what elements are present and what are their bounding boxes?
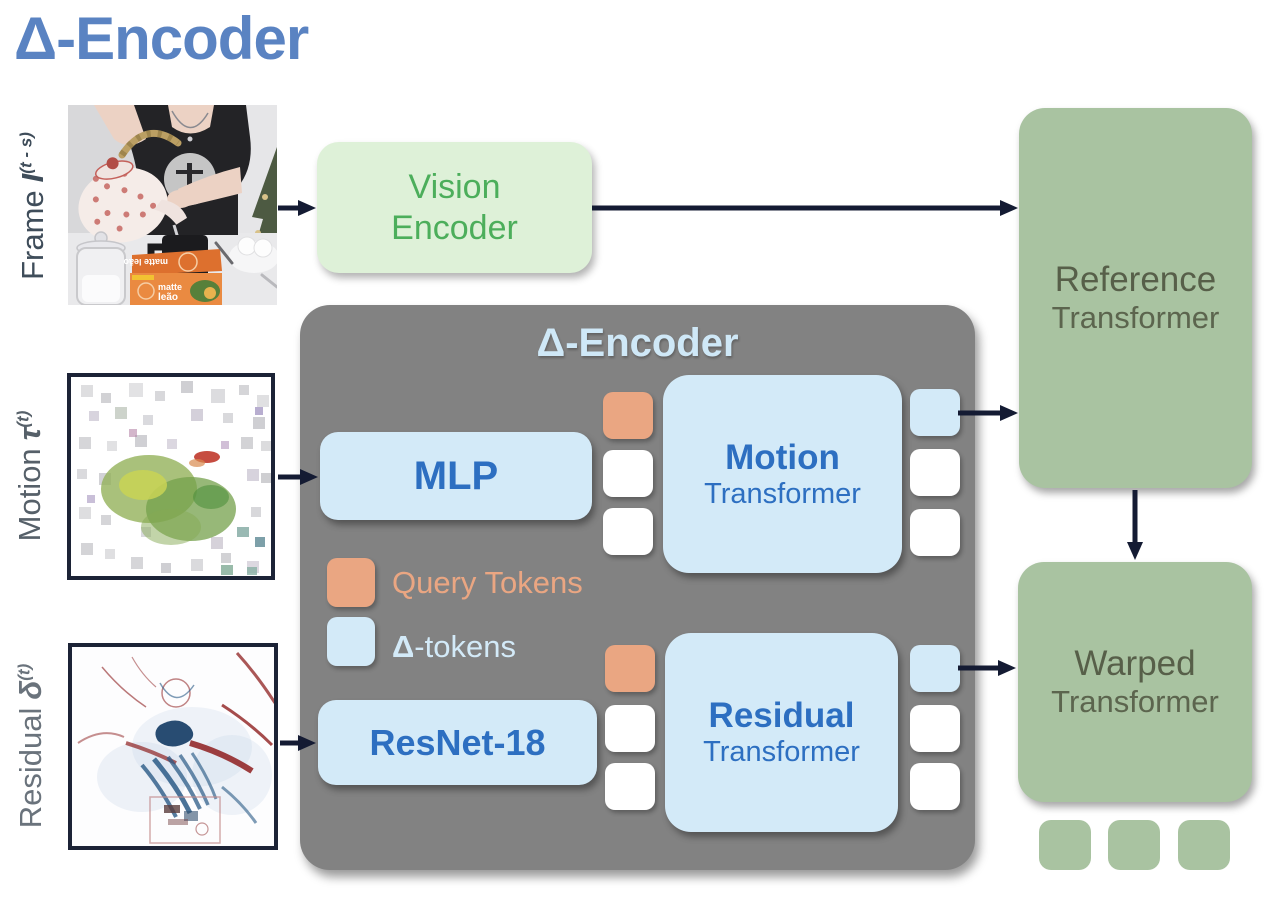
legend-delta-token-label: Δ-tokens <box>392 629 516 665</box>
output-token <box>1108 820 1160 870</box>
vision-encoder-box: Vision Encoder <box>317 142 592 273</box>
utensil <box>214 241 234 265</box>
bowl <box>229 236 277 273</box>
frame-label-symbol: I <box>15 173 50 183</box>
blank-token <box>910 763 960 810</box>
motion-map-illustration <box>71 377 271 576</box>
residual-transformer-box: Residual Transformer <box>665 633 898 832</box>
frame-label-word: Frame <box>15 190 50 280</box>
residual-label-sup: (t) <box>14 663 34 681</box>
sugar-jar <box>76 231 126 305</box>
motion-transformer-line2: Transformer <box>704 477 861 510</box>
legend-delta-suffix: -tokens <box>414 629 516 664</box>
residual-transformer-line2: Transformer <box>703 736 860 768</box>
output-token <box>1039 820 1091 870</box>
warped-transformer-line2: Transformer <box>1051 684 1219 719</box>
frame-photo-illustration: matte leão matte leão <box>68 105 277 305</box>
residual-input-label: Residual δ(t) <box>13 664 49 829</box>
frame-label-sup: (t - s) <box>16 132 36 174</box>
blank-token <box>910 509 960 556</box>
residual-label-symbol: δ <box>13 680 48 700</box>
delta-token <box>910 645 960 692</box>
warped-transformer-box: Warped Transformer <box>1018 562 1252 802</box>
svg-text:matte: matte <box>158 282 182 292</box>
svg-text:leão: leão <box>158 292 178 303</box>
legend-query-token-swatch <box>327 558 375 607</box>
spoon <box>260 273 277 289</box>
resnet18-box: ResNet-18 <box>318 700 597 785</box>
svg-text:matte leão: matte leão <box>123 257 168 267</box>
blank-token <box>605 705 655 752</box>
delta-token <box>910 389 960 436</box>
residual-box-sketch <box>149 796 221 844</box>
residual-transformer-line1: Residual <box>708 696 855 735</box>
motion-label-word: Motion <box>12 448 47 542</box>
output-token <box>1178 820 1230 870</box>
query-token <box>603 392 653 439</box>
residual-image <box>68 643 278 850</box>
query-token <box>605 645 655 692</box>
frame-input-label: Frame I(t - s) <box>15 132 51 280</box>
motion-image <box>67 373 275 580</box>
blank-token <box>605 763 655 810</box>
residual-red-strokes <box>77 651 274 774</box>
reference-transformer-box: Reference Transformer <box>1019 108 1252 488</box>
page-title: Δ-Encoder <box>14 5 309 72</box>
legend-delta-prefix: Δ <box>392 629 415 664</box>
delta-encoder-title: Δ-Encoder <box>536 321 739 365</box>
motion-transformer-box: Motion Transformer <box>663 375 902 573</box>
motion-teal-pixels <box>221 527 265 575</box>
residual-label-word: Residual <box>13 707 48 829</box>
mlp-box: MLP <box>320 432 592 520</box>
blank-token <box>603 508 653 555</box>
tea-box: matte leão matte leão <box>123 249 222 305</box>
motion-label-symbol: τ <box>12 427 47 441</box>
residual-map-illustration <box>72 647 274 846</box>
legend-delta-token-swatch <box>327 617 375 666</box>
mlp-label: MLP <box>413 453 499 498</box>
motion-transformer-line1: Motion <box>725 437 840 477</box>
warped-transformer-line1: Warped <box>1074 644 1196 683</box>
reference-transformer-line1: Reference <box>1054 260 1217 299</box>
vision-encoder-line2: Encoder <box>391 208 518 247</box>
delta-encoder-box: Δ-Encoder MLP ResNet-18 Motion Transform… <box>300 305 975 870</box>
reference-transformer-line2: Transformer <box>1051 300 1220 335</box>
resnet18-label: ResNet-18 <box>369 721 546 763</box>
blank-token <box>910 449 960 496</box>
legend-query-token-label: Query Tokens <box>392 565 583 600</box>
teapot <box>78 130 188 243</box>
motion-label-sup: (t) <box>13 410 33 428</box>
motion-flow-blob <box>101 429 236 545</box>
motion-input-label: Motion τ(t) <box>12 411 48 542</box>
blank-token <box>910 705 960 752</box>
blank-token <box>603 450 653 497</box>
frame-image: matte leão matte leão <box>68 105 277 305</box>
vision-encoder-line1: Vision <box>408 167 501 206</box>
residual-navy-blob <box>155 720 194 747</box>
